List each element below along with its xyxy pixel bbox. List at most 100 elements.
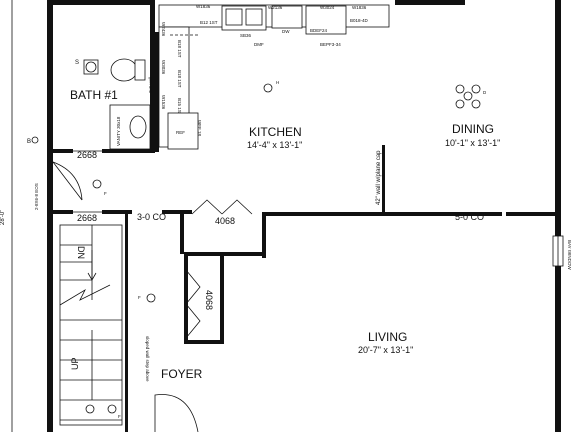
stair-outline bbox=[59, 224, 123, 426]
kitchen-cabinets: W1836 W2436 W3036 W1536 W2136 W3024 W183… bbox=[158, 4, 390, 150]
foyer-closet-wall bbox=[180, 214, 184, 254]
exterior-wall-left bbox=[47, 0, 53, 432]
coat-closet-door: 4068 bbox=[185, 269, 214, 339]
stair-wall-right bbox=[125, 214, 128, 432]
stair-arrow-dn-head bbox=[87, 272, 97, 281]
exterior-wall-right-lower bbox=[555, 266, 561, 432]
door-label-4068-kitchen: 4068 bbox=[215, 216, 235, 226]
doorbell-label: B bbox=[27, 139, 31, 145]
chandelier-bulb-1 bbox=[463, 91, 473, 101]
dining-living-partition bbox=[506, 212, 555, 216]
cab-w1836-a: W1836 bbox=[196, 4, 211, 9]
cab-dw: DW bbox=[282, 29, 290, 34]
refrigerator-label: REF bbox=[176, 130, 185, 135]
walls bbox=[47, 0, 561, 432]
cab-bdef24: BDEF24 bbox=[310, 28, 328, 33]
foyer-fixtures: F bbox=[85, 394, 199, 432]
cab-b15-1st: B15 1ST bbox=[177, 98, 182, 116]
chandelier-bulb-4 bbox=[455, 84, 465, 94]
sink-bowl-left bbox=[225, 8, 243, 26]
dishwasher bbox=[271, 5, 303, 29]
room-name-living: LIVING bbox=[368, 330, 407, 344]
exterior-wall-top-left bbox=[47, 0, 152, 5]
chandelier-bulb-2 bbox=[471, 84, 481, 94]
fan-label-2: F bbox=[138, 295, 141, 300]
kitchen-light: H bbox=[263, 80, 279, 93]
side-door-swing bbox=[52, 161, 83, 201]
pony-wall-note: 42" wall w/plane cap bbox=[376, 150, 382, 205]
refrigerator bbox=[167, 112, 199, 150]
bath-door: 2668 bbox=[73, 150, 102, 160]
coat-bifold-upper bbox=[185, 269, 201, 305]
chandelier-label: D bbox=[483, 90, 487, 95]
foyer-smoke-detector bbox=[85, 404, 95, 414]
wall-note: 2x6 wall bbox=[148, 77, 153, 93]
side-door-light: F bbox=[92, 179, 107, 196]
bay-window-note: BAY WINDOW bbox=[567, 240, 572, 270]
cab-b18-1st: B18 1ST bbox=[177, 40, 182, 58]
bath-wall-bottom-left bbox=[53, 149, 73, 153]
cab-b18-1st-b: B18 1ST bbox=[177, 70, 182, 88]
bath-fixtures: S bbox=[75, 58, 151, 150]
sink-bowl-right bbox=[245, 8, 263, 26]
door-label-2668-lower: 2668 bbox=[77, 213, 97, 223]
light-fixture-icon bbox=[92, 179, 102, 189]
doorbell-icon bbox=[31, 136, 39, 144]
coat-closet-wall-left bbox=[184, 256, 188, 344]
fan-label-3: F bbox=[118, 414, 121, 419]
overall-depth-dimension: 28'-0" bbox=[0, 210, 6, 225]
closet-light-icon bbox=[146, 293, 156, 303]
fan-label-1: F bbox=[104, 191, 107, 196]
chandelier-bulb-3 bbox=[471, 99, 481, 109]
dining-chandelier: D bbox=[455, 84, 487, 109]
exterior-wall-top-right bbox=[395, 0, 465, 5]
cab-w2136: W2136 bbox=[268, 5, 283, 10]
room-name-bath: BATH #1 bbox=[70, 88, 118, 102]
coat-bifold-lower bbox=[185, 303, 201, 339]
sloped-wall-note: sloped wall step above bbox=[145, 336, 150, 382]
room-name-kitchen: KITCHEN bbox=[249, 125, 302, 139]
door-label-4068-closet: 4068 bbox=[204, 290, 214, 310]
cab-bepf3-34: BEPF3-34 bbox=[320, 42, 341, 47]
side-entry-door: B 2-8X6-8 EOS 28'-0" bbox=[0, 0, 83, 432]
stair-wall-top-mid bbox=[102, 210, 132, 214]
stair-dn-label: DN bbox=[76, 246, 86, 259]
heat-label: H bbox=[276, 80, 279, 85]
pony-wall bbox=[382, 145, 385, 212]
closet-light: F bbox=[138, 293, 156, 303]
exterior-wall-right-upper bbox=[555, 0, 561, 236]
cab-w1536: W1536 bbox=[161, 95, 166, 110]
room-name-dining: DINING bbox=[452, 122, 494, 136]
cab-wff-18: WFF 18 bbox=[197, 120, 202, 136]
stair-break-line bbox=[59, 284, 111, 306]
cab-w3024: W3024 bbox=[320, 5, 335, 10]
opening-label-5-0-co: 5-0 CO bbox=[455, 212, 484, 222]
cab-w1836-b: W1836 bbox=[352, 5, 367, 10]
side-door-leaf bbox=[52, 161, 83, 201]
kitchen-wall-west bbox=[155, 32, 159, 152]
sink-basin bbox=[129, 115, 147, 139]
door-label-2668-upper: 2668 bbox=[77, 150, 97, 160]
opening-label-3-0-co: 3-0 CO bbox=[137, 212, 166, 222]
closet-wall-bottom bbox=[184, 252, 266, 256]
cab-b12-1st: B12 1ST bbox=[200, 20, 218, 25]
bifold-door-right bbox=[221, 199, 253, 215]
kitchen-living-partition bbox=[262, 212, 502, 216]
stairs: DN UP sloped wall step above bbox=[59, 224, 150, 426]
kitchen-closet-door: 4068 bbox=[191, 199, 253, 226]
stair-wall-top-left bbox=[53, 210, 73, 214]
stair-wall-top-right bbox=[162, 210, 192, 214]
vanity-note: VANITY 30x18 bbox=[116, 116, 121, 146]
stair-up-label: UP bbox=[70, 357, 80, 370]
cab-w2436: W2436 bbox=[161, 22, 166, 37]
chandelier-bulb-5 bbox=[455, 99, 465, 109]
stair-door: 2668 bbox=[73, 211, 102, 223]
bath-wall-bottom-right bbox=[102, 149, 155, 153]
coat-closet-wall bbox=[220, 256, 224, 341]
closet-wall-right bbox=[262, 212, 266, 258]
bay-window: BAY WINDOW bbox=[552, 235, 572, 270]
room-size-kitchen: 14'-4" x 13'-1" bbox=[247, 140, 302, 150]
coat-closet-wall-bottom bbox=[184, 340, 224, 344]
bifold-door-left bbox=[191, 199, 223, 215]
cab-dmf: DMF bbox=[254, 42, 264, 47]
